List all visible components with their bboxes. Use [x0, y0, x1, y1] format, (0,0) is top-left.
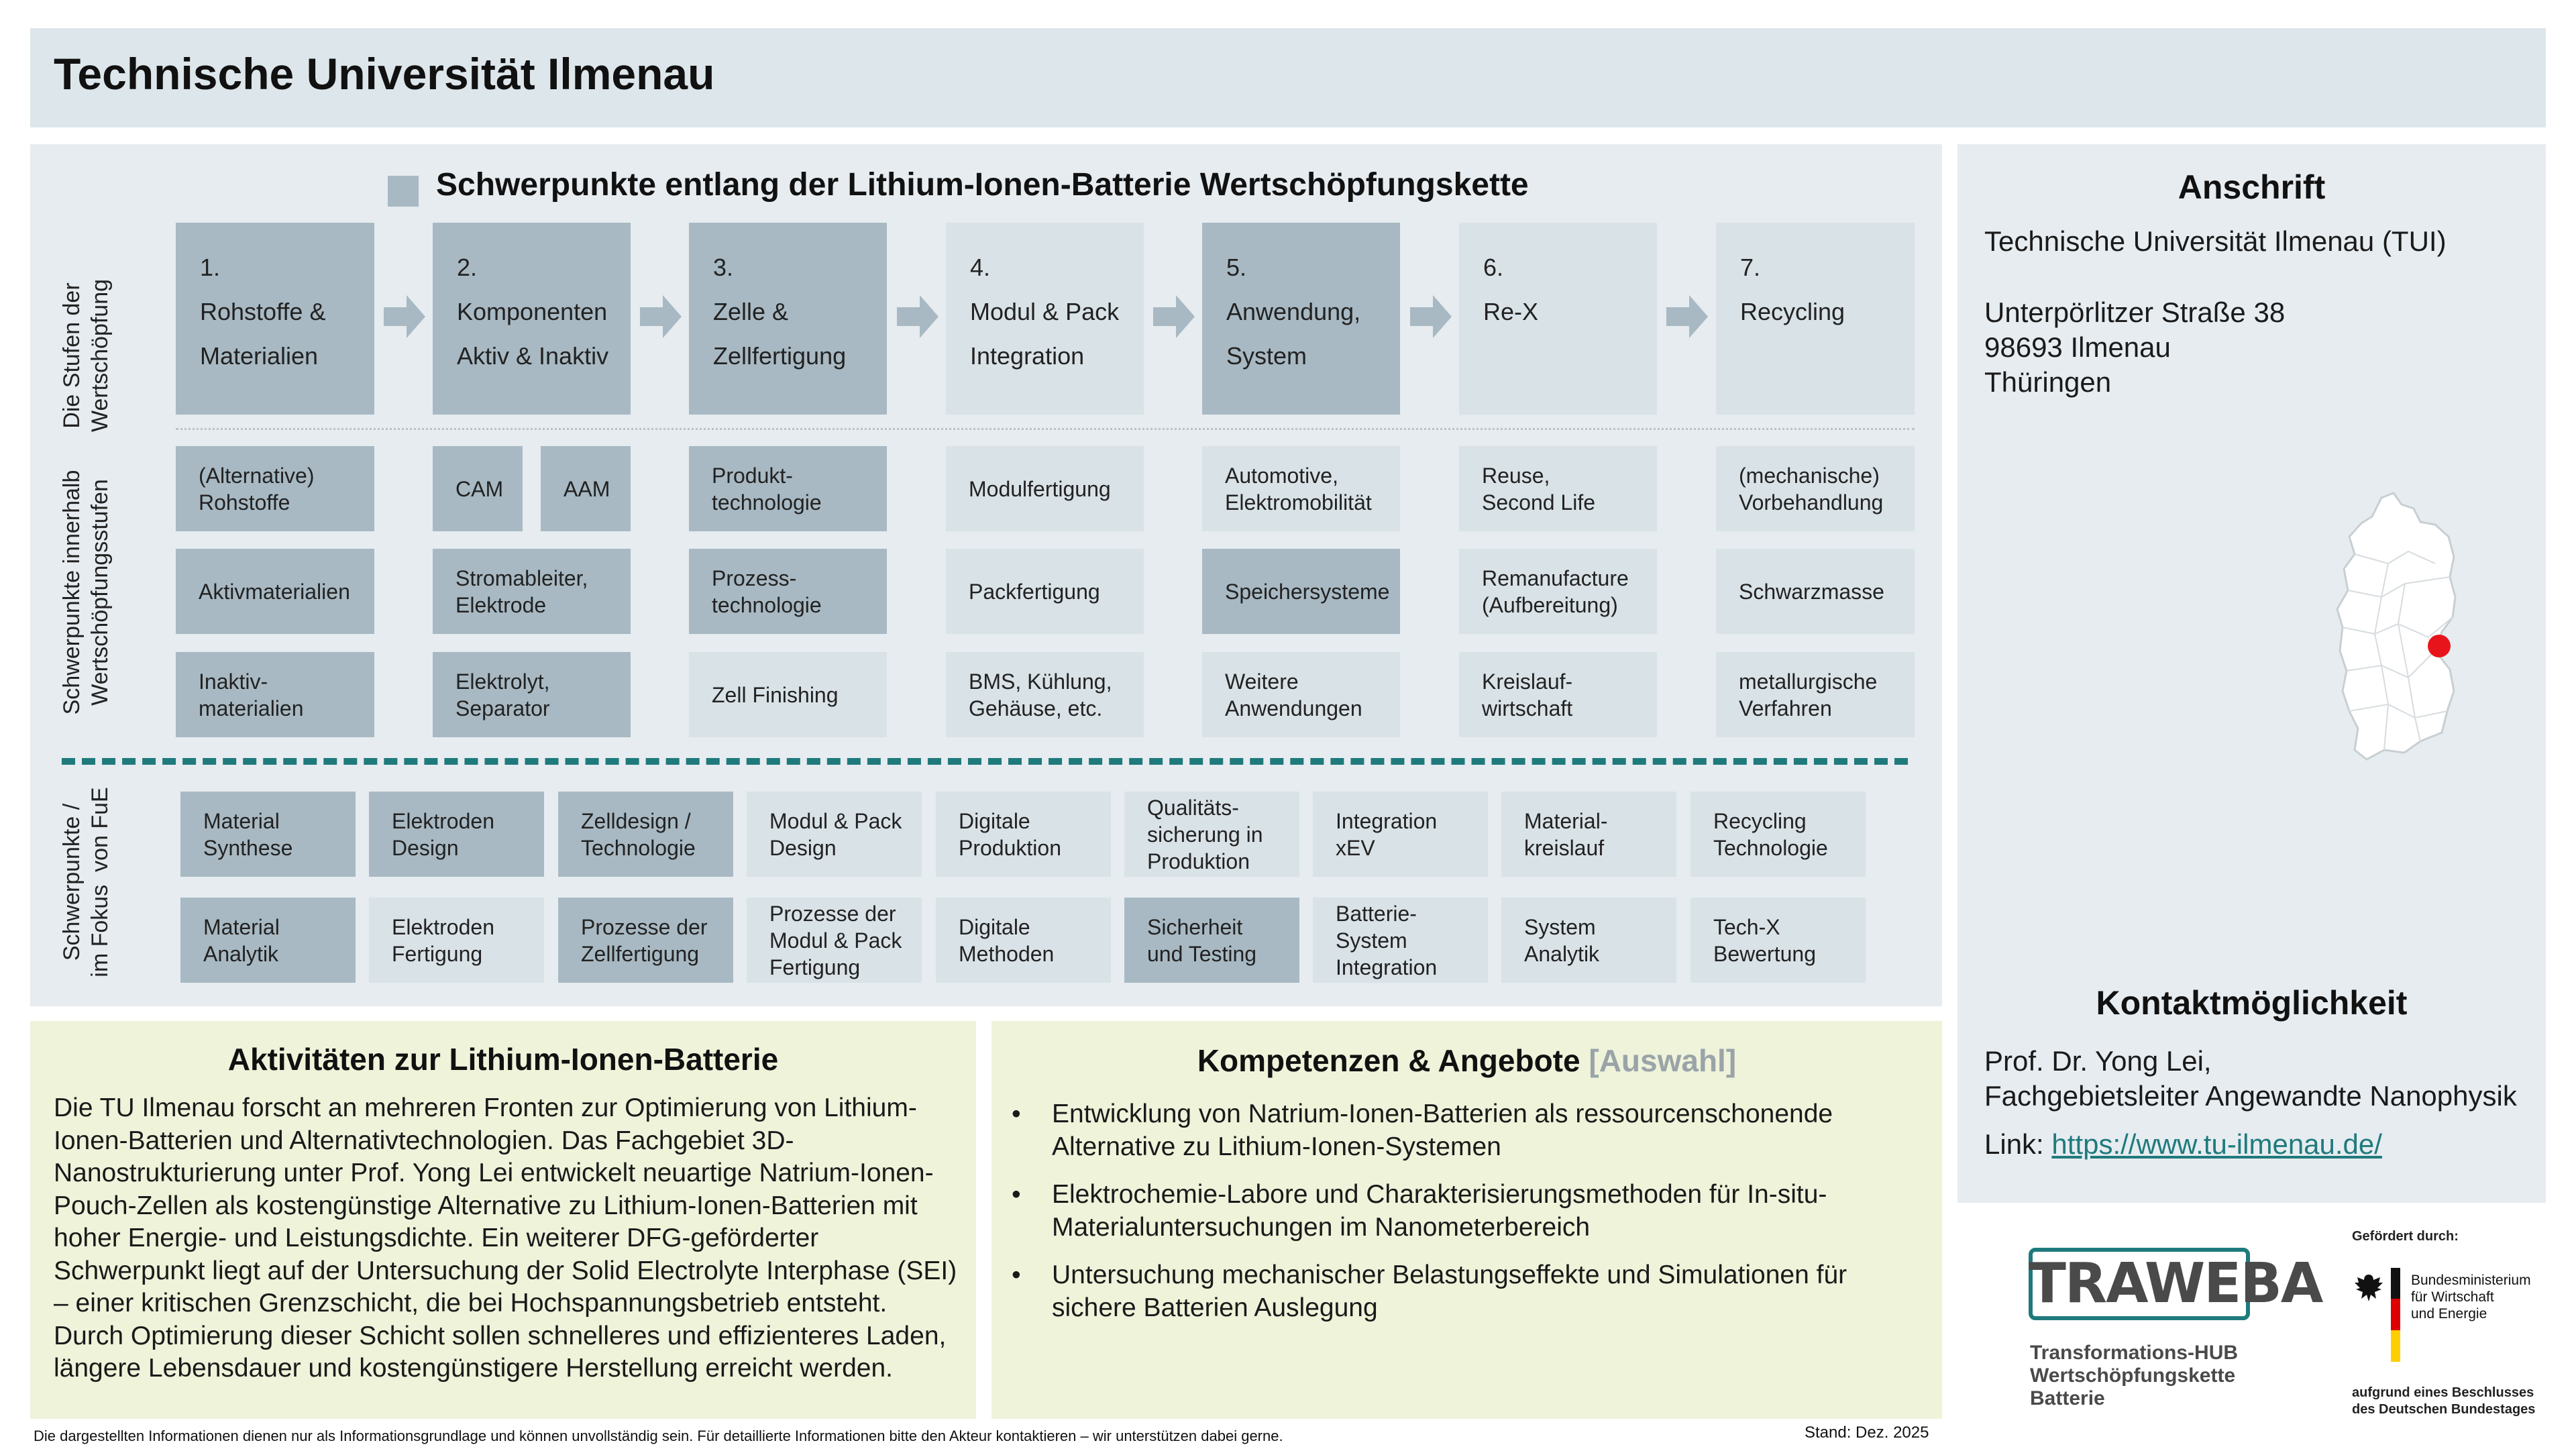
federal-eagle-icon	[2355, 1275, 2383, 1301]
focus-box: Elektrolyt, Separator	[433, 652, 631, 737]
focus-box: Packfertigung	[946, 549, 1144, 634]
stage-6: 6. Re-X	[1459, 223, 1657, 415]
rd-box: Digitale Produktion	[936, 792, 1111, 877]
stage-4: 4. Modul & Pack Integration	[946, 223, 1144, 415]
focus-box: Schwarzmasse	[1716, 549, 1915, 634]
contact-link-row: Link: https://www.tu-ilmenau.de/	[1984, 1128, 2382, 1160]
rd-box: Material- kreislauf	[1501, 792, 1676, 877]
activities-panel	[30, 1021, 976, 1419]
traweba-logo: TRAWEBA	[2029, 1252, 2323, 1316]
arrow-right-icon	[1410, 295, 1452, 338]
value-chain-heading: Schwerpunkte entlang der Lithium-Ionen-B…	[436, 167, 1529, 203]
stage-2: 2. Komponenten Aktiv & Inaktiv	[433, 223, 631, 415]
ministry-name: Bundesministerium für Wirtschaft und Ene…	[2411, 1273, 2531, 1322]
bullet-dot-icon: •	[1012, 1260, 1021, 1289]
address-title: Anschrift	[2178, 168, 2326, 206]
focus-box: Prozess- technologie	[689, 549, 887, 634]
rd-box: Prozesse der Zellfertigung	[558, 898, 733, 983]
focus-box: Zell Finishing	[689, 652, 887, 737]
arrow-right-icon	[1153, 295, 1195, 338]
focus-box: Inaktiv- materialien	[176, 652, 374, 737]
contact-person: Prof. Dr. Yong Lei, Fachgebietsleiter An…	[1984, 1045, 2517, 1112]
stage-divider	[176, 428, 1915, 430]
heading-square-icon	[388, 176, 419, 207]
rd-box: Material Synthese	[180, 792, 356, 877]
bullet-dot-icon: •	[1012, 1099, 1021, 1128]
focus-box: Speichersysteme	[1202, 549, 1400, 634]
bullet-dot-icon: •	[1012, 1180, 1021, 1209]
focus-box: Produkt- technologie	[689, 446, 887, 531]
address-street: Unterpörlitzer Straße 38 98693 Ilmenau T…	[1984, 297, 2286, 398]
resolution-note: aufgrund eines Beschlusses des Deutschen…	[2352, 1385, 2536, 1417]
focus-box: Stromableiter, Elektrode	[433, 549, 631, 634]
focus-box: Weitere Anwendungen	[1202, 652, 1400, 737]
germany-map-icon	[2336, 492, 2457, 761]
rd-box: Material Analytik	[180, 898, 356, 983]
rd-box: Batterie- System Integration	[1313, 898, 1488, 983]
focus-box: Kreislauf- wirtschaft	[1459, 652, 1657, 737]
focus-box: CAM	[433, 446, 523, 531]
logo-area	[1957, 1203, 2546, 1449]
stage-3: 3. Zelle & Zellfertigung	[689, 223, 887, 415]
traweba-subtitle: Transformations-HUB Wertschöpfungskette …	[2030, 1342, 2239, 1409]
focus-box: Automotive, Elektromobilität	[1202, 446, 1400, 531]
activities-text: Die TU Ilmenau forscht an mehreren Front…	[54, 1093, 957, 1383]
arrow-right-icon	[640, 295, 682, 338]
competences-panel	[991, 1021, 1942, 1419]
competences-title: Kompetenzen & Angebote [Auswahl]	[1197, 1043, 1737, 1078]
stage-7: 7. Recycling	[1716, 223, 1915, 415]
rd-divider	[62, 758, 1908, 765]
rd-box: System Analytik	[1501, 898, 1676, 983]
rd-box: Elektroden Design	[369, 792, 544, 877]
focus-box: BMS, Kühlung, Gehäuse, etc.	[946, 652, 1144, 737]
rd-box: Sicherheit und Testing	[1124, 898, 1299, 983]
contact-title: Kontaktmöglichkeit	[2096, 984, 2408, 1022]
competence-item: Untersuchung mechanischer Belastungseffe…	[1052, 1260, 1847, 1322]
rd-box: Zelldesign / Technologie	[558, 792, 733, 877]
rd-box: Elektroden Fertigung	[369, 898, 544, 983]
focus-box: (Alternative) Rohstoffe	[176, 446, 374, 531]
rd-box: Tech-X Bewertung	[1690, 898, 1866, 983]
focus-box: metallurgische Verfahren	[1716, 652, 1915, 737]
stage-1: 1. Rohstoffe & Materialien	[176, 223, 374, 415]
activities-title: Aktivitäten zur Lithium-Ionen-Batterie	[227, 1042, 779, 1077]
rd-box: Digitale Methoden	[936, 898, 1111, 983]
traweba-logo-frame	[2029, 1248, 2250, 1320]
focus-box: AAM	[541, 446, 631, 531]
location-marker-icon	[2428, 635, 2451, 657]
focus-box: Aktivmaterialien	[176, 549, 374, 634]
rd-box: Recycling Technologie	[1690, 792, 1866, 877]
footer-disclaimer: Die dargestellten Informationen dienen n…	[34, 1428, 1283, 1444]
arrow-right-icon	[897, 295, 938, 338]
focus-box: Remanufacture (Aufbereitung)	[1459, 549, 1657, 634]
header-bar	[30, 28, 2546, 127]
rd-box: Integration xEV	[1313, 792, 1488, 877]
website-link[interactable]: https://www.tu-ilmenau.de/	[2051, 1128, 2382, 1160]
competence-item: Entwicklung von Natrium-Ionen-Batterien …	[1052, 1099, 1833, 1161]
arrow-right-icon	[384, 295, 425, 338]
funded-by-label: Gefördert durch:	[2352, 1229, 2459, 1244]
rd-box: Modul & Pack Design	[747, 792, 922, 877]
focus-box: Modulfertigung	[946, 446, 1144, 531]
arrow-right-icon	[1666, 295, 1708, 338]
footer-date: Stand: Dez. 2025	[1805, 1424, 1929, 1442]
address-name: Technische Universität Ilmenau (TUI)	[1984, 225, 2447, 257]
stage-5: 5. Anwendung, System	[1202, 223, 1400, 415]
rd-box: Prozesse der Modul & Pack Fertigung	[747, 898, 922, 983]
flag-stripe-icon	[2391, 1268, 2400, 1362]
page-title: Technische Universität Ilmenau	[54, 49, 715, 99]
rd-box: Qualitäts- sicherung in Produktion	[1124, 792, 1299, 877]
focus-box: (mechanische) Vorbehandlung	[1716, 446, 1915, 531]
competence-item: Elektrochemie-Labore und Charakterisieru…	[1052, 1180, 1827, 1242]
focus-box: Reuse, Second Life	[1459, 446, 1657, 531]
